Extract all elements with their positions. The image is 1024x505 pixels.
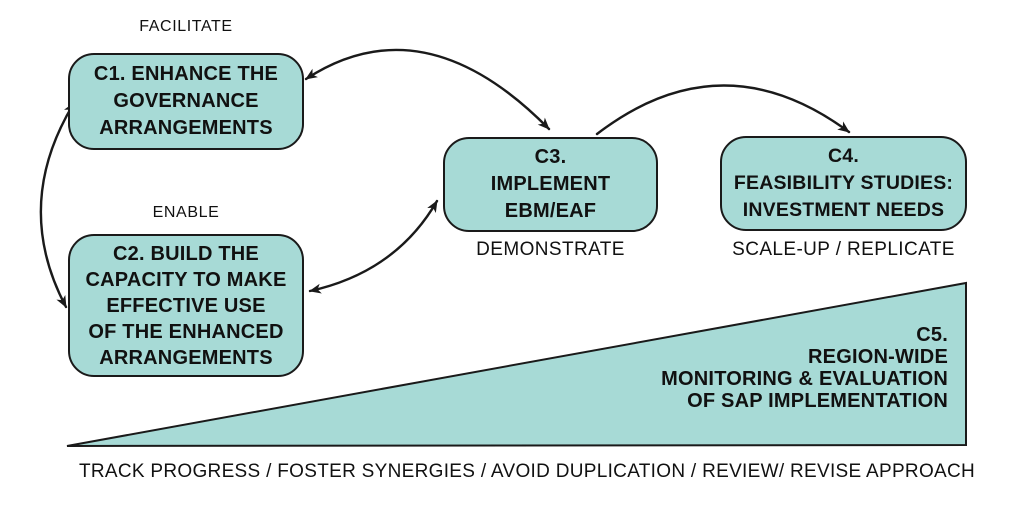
box-c3-implement-ebm-eaf: C3. IMPLEMENT EBM/EAF	[443, 137, 658, 232]
enable-label: ENABLE	[152, 204, 220, 221]
box-c4-feasibility-studies: C4. FEASIBILITY STUDIES: INVESTMENT NEED…	[720, 136, 967, 231]
c5-triangle	[66, 281, 967, 447]
scale-up-replicate-label: SCALE-UP / REPLICATE	[732, 239, 955, 260]
arrow-c1-c2-icon	[39, 101, 76, 309]
arrow-c2-c3-icon	[308, 199, 439, 294]
arrow-c3-c4-icon	[595, 84, 851, 136]
demonstrate-label: DEMONSTRATE	[476, 239, 625, 260]
facilitate-label: FACILITATE	[139, 18, 233, 35]
box-c1-enhance-governance: C1. ENHANCE THE GOVERNANCE ARRANGEMENTS	[68, 53, 304, 150]
c5-triangle-label: C5. REGION-WIDE MONITORING & EVALUATION …	[661, 324, 948, 412]
bottom-caption: TRACK PROGRESS / FOSTER SYNERGIES / AVOI…	[78, 461, 976, 482]
box-c2-build-capacity: C2. BUILD THE CAPACITY TO MAKE EFFECTIVE…	[68, 234, 304, 377]
arrow-c1-c3-icon	[304, 48, 551, 131]
